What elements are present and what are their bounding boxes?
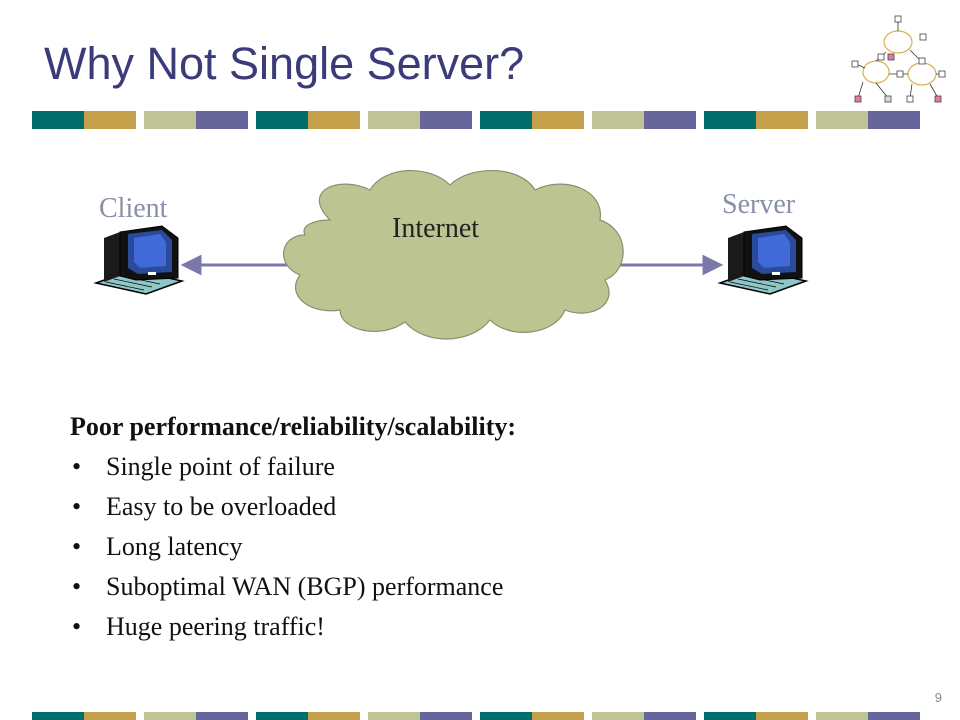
client-label: Client (99, 193, 168, 224)
server-label: Server (722, 189, 796, 220)
page-number: 9 (934, 690, 942, 705)
body-heading: Poor performance/reliability/scalability… (70, 412, 517, 441)
bullet-icon: • (72, 612, 82, 641)
client-arrowhead (180, 254, 202, 276)
list-item-text: Suboptimal WAN (BGP) performance (106, 572, 504, 601)
client-server-diagram (0, 150, 960, 380)
list-item: • Long latency (70, 530, 870, 570)
internet-label: Internet (392, 213, 480, 244)
list-item: • Suboptimal WAN (BGP) performance (70, 570, 870, 610)
decorative-color-band-bottom (0, 712, 960, 720)
network-logo-icon (848, 12, 948, 108)
bullet-icon: • (72, 572, 82, 601)
list-item-text: Huge peering traffic! (106, 612, 325, 641)
decorative-color-band-top (0, 111, 960, 129)
slide-title: Why Not Single Server? (44, 38, 525, 89)
bullet-list: • Single point of failure • Easy to be ove… (70, 450, 870, 650)
list-item: • Easy to be overloaded (70, 490, 870, 530)
list-item-text: Single point of failure (106, 452, 335, 481)
server-computer-icon (717, 225, 809, 295)
server-arrowhead (702, 254, 724, 276)
client-computer-icon (93, 225, 185, 295)
list-item-text: Long latency (106, 532, 243, 561)
bullet-icon: • (72, 492, 82, 521)
list-item: • Huge peering traffic! (70, 610, 870, 650)
list-item: • Single point of failure (70, 450, 870, 490)
bullet-icon: • (72, 452, 82, 481)
internet-cloud-icon (283, 169, 624, 340)
slide-body: Poor performance/reliability/scalability… (70, 412, 870, 650)
list-item-text: Easy to be overloaded (106, 492, 337, 521)
bullet-icon: • (72, 532, 82, 561)
